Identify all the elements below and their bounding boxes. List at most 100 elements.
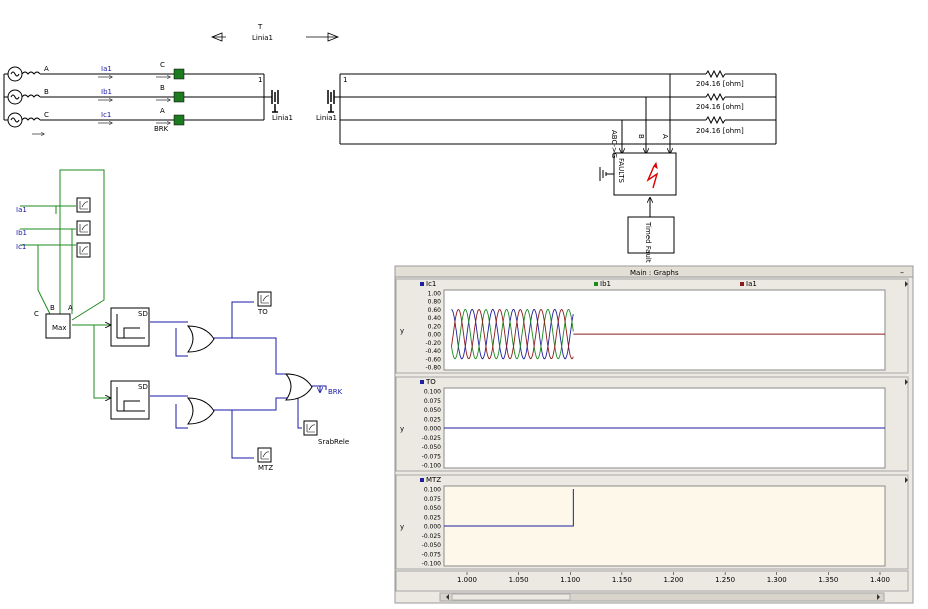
y-tick-label: -0.025 — [422, 533, 442, 540]
fault-input-abcg: ABC->G — [610, 130, 618, 158]
scrollbar-thumb[interactable] — [451, 593, 571, 601]
y-tick-label: -0.075 — [422, 551, 442, 558]
legend-swatch — [594, 282, 598, 286]
graph-title-bar[interactable] — [394, 265, 914, 278]
or-gate-top[interactable] — [186, 325, 215, 353]
meter-icon[interactable] — [76, 242, 91, 258]
y-tick-label: 0.075 — [424, 496, 441, 503]
x-tick-label: 1.050 — [509, 576, 529, 584]
timed-fault-logic-block[interactable] — [627, 216, 675, 254]
x-axis-area — [395, 570, 909, 592]
or-gate-output[interactable] — [284, 373, 313, 401]
y-tick-label: 0.025 — [424, 416, 441, 423]
y-tick-label: 0.20 — [428, 323, 442, 330]
line-T-label: T — [257, 23, 263, 31]
y-tick-label: -0.20 — [425, 340, 441, 347]
breaker-icon[interactable] — [173, 91, 185, 103]
current-label-ic1: Ic1 — [101, 111, 111, 119]
y-tick-label: 0.80 — [428, 299, 442, 306]
y-tick-label: 0.60 — [428, 307, 442, 314]
x-tick-label: 1.350 — [818, 576, 838, 584]
y-tick-label: -0.050 — [422, 542, 442, 549]
y-tick-label: -0.60 — [425, 356, 441, 363]
max-block[interactable] — [45, 313, 71, 339]
logic-diagram — [20, 169, 327, 463]
breaker-icon[interactable] — [173, 114, 185, 126]
line-name-left: Linia1 — [272, 114, 293, 122]
breaker-name: BRK — [154, 125, 169, 133]
breaker-phase-a: A — [160, 107, 165, 115]
breaker-phase-c: C — [160, 61, 165, 69]
phase-current-trace — [451, 309, 574, 360]
srabrele-label: SrabRele — [318, 438, 349, 446]
faults-label: FAULTS — [617, 158, 625, 184]
terminal-node-left: 1 — [258, 76, 262, 84]
load-label-1: 204.16 [ohm] — [696, 80, 744, 88]
legend-label: TO — [425, 378, 436, 386]
meter-icon[interactable] — [76, 197, 91, 213]
meter-icon[interactable] — [257, 291, 272, 307]
y-axis-label: y — [400, 425, 404, 433]
phase-current-trace — [451, 309, 574, 360]
phase-label-a: A — [44, 65, 49, 73]
voltage-source-icon[interactable] — [7, 89, 23, 105]
phase-current-trace — [451, 308, 574, 360]
logic-input-ia1: Ia1 — [16, 206, 27, 214]
or-gate-bottom[interactable] — [186, 397, 215, 425]
y-tick-label: 0.100 — [424, 389, 441, 396]
sd-bottom-label: SD — [138, 383, 148, 391]
load-label-3: 204.16 [ohm] — [696, 127, 744, 135]
line-name-top: Linia1 — [252, 34, 273, 42]
horizontal-scrollbar[interactable] — [439, 592, 885, 602]
y-tick-label: -0.050 — [422, 444, 442, 451]
y-tick-label: 0.000 — [424, 426, 441, 433]
timed-fault-label: Timed Fault Logic — [644, 221, 652, 283]
logic-input-ib1: Ib1 — [16, 229, 27, 237]
legend-swatch — [420, 478, 424, 482]
y-tick-label: 0.025 — [424, 514, 441, 521]
y-tick-label: -0.100 — [422, 561, 442, 568]
graph-minimize-button[interactable]: – — [900, 268, 904, 277]
max-input-b: B — [50, 304, 55, 312]
graph-title: Main : Graphs — [630, 269, 679, 277]
y-tick-label: -0.100 — [422, 463, 442, 470]
power-circuit — [3, 31, 777, 254]
y-tick-label: 0.40 — [428, 315, 442, 322]
meter-icon[interactable] — [257, 447, 272, 463]
x-tick-label: 1.200 — [663, 576, 683, 584]
y-tick-label: -0.075 — [422, 453, 442, 460]
legend-swatch — [420, 282, 424, 286]
breaker-icon[interactable] — [173, 68, 185, 80]
scroll-right-icon[interactable] — [877, 594, 880, 600]
y-tick-label: 0.050 — [424, 407, 441, 414]
legend-label: Ib1 — [600, 280, 611, 288]
x-tick-label: 1.100 — [560, 576, 580, 584]
y-axis-label: y — [400, 523, 404, 531]
voltage-source-icon[interactable] — [7, 112, 23, 128]
legend-label: Ic1 — [426, 280, 436, 288]
legend-label: MTZ — [426, 476, 441, 484]
y-tick-label: 0.00 — [428, 332, 442, 339]
meter-icon[interactable] — [76, 220, 91, 236]
y-tick-label: -0.025 — [422, 435, 442, 442]
current-label-ia1: Ia1 — [101, 65, 112, 73]
phase-label-b: B — [44, 88, 49, 96]
max-label: Max — [52, 324, 66, 332]
to-label: TO — [257, 308, 268, 316]
meter-icon[interactable] — [303, 420, 318, 436]
load-label-2: 204.16 [ohm] — [696, 103, 744, 111]
y-tick-label: 0.000 — [424, 524, 441, 531]
phase-label-c: C — [44, 111, 49, 119]
x-tick-label: 1.150 — [612, 576, 632, 584]
current-label-ib1: Ib1 — [101, 88, 112, 96]
breaker-phase-b: B — [160, 84, 165, 92]
voltage-source-icon[interactable] — [7, 66, 23, 82]
x-tick-label: 1.250 — [715, 576, 735, 584]
scroll-left-icon[interactable] — [446, 594, 449, 600]
sd-top-label: SD — [138, 310, 148, 318]
faults-block[interactable] — [613, 152, 677, 196]
y-tick-label: -0.80 — [425, 365, 441, 372]
legend-swatch — [740, 282, 744, 286]
